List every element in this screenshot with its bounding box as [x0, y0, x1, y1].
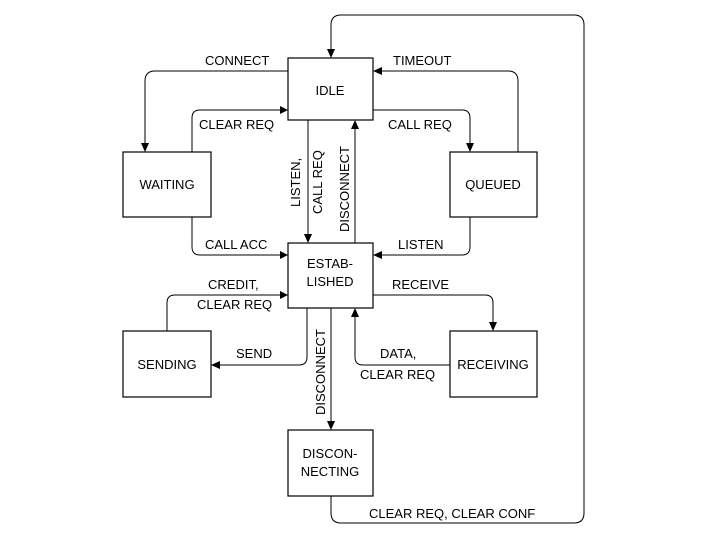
state-sending: SENDING	[122, 330, 212, 398]
label-receive: RECEIVE	[392, 277, 449, 292]
arrowhead-call-req	[466, 143, 474, 152]
edge-data-clear	[354, 317, 450, 366]
arrowhead-connect	[141, 143, 149, 152]
state-waiting: WAITING	[122, 151, 212, 218]
edge-credit-clear	[166, 294, 280, 331]
label-data-clear-line2: CLEAR REQ	[360, 367, 435, 382]
label-listen-call-req-line2: CALL REQ	[310, 150, 325, 214]
arrowhead-disconnect-down	[327, 421, 335, 430]
edge-listen	[382, 217, 471, 256]
state-queued: QUEUED	[449, 151, 538, 218]
label-data-clear-line1: DATA,	[380, 346, 416, 361]
arrowhead-listen-call-req	[304, 234, 312, 243]
state-established-label-line2: LISHED	[307, 274, 354, 289]
state-waiting-label: WAITING	[139, 177, 194, 192]
label-connect: CONNECT	[205, 53, 269, 68]
state-receiving: RECEIVING	[449, 330, 538, 398]
state-established: ESTAB- LISHED	[287, 242, 374, 309]
label-disconnect-up: DISCONNECT	[337, 146, 352, 232]
arrowhead-send	[211, 361, 220, 369]
state-disconnecting-label-line2: NECTING	[301, 464, 360, 479]
state-established-label-line1: ESTAB-	[307, 256, 353, 271]
edge-timeout	[382, 70, 519, 152]
edge-clear-req-clear-conf	[330, 14, 585, 524]
arrowhead-credit-clear	[280, 291, 288, 299]
label-call-req: CALL REQ	[388, 117, 452, 132]
arrowhead-timeout	[373, 67, 382, 75]
state-disconnecting-label-line1: DISCON-	[303, 446, 358, 461]
edge-send	[220, 308, 308, 366]
edge-connect	[144, 70, 288, 143]
state-queued-label: QUEUED	[465, 177, 521, 192]
label-send: SEND	[236, 346, 272, 361]
label-clear-req-clear-conf: CLEAR REQ, CLEAR CONF	[369, 506, 535, 521]
state-idle-label: IDLE	[316, 83, 345, 98]
arrowhead-receive	[489, 322, 497, 331]
edge-receive	[373, 294, 494, 322]
arrowhead-disconnect-up	[351, 120, 359, 129]
state-receiving-label: RECEIVING	[457, 357, 529, 372]
label-clear-req: CLEAR REQ	[199, 117, 274, 132]
label-listen-call-req-line1: LISTEN,	[288, 158, 303, 207]
edge-call-acc	[191, 217, 280, 256]
label-listen: LISTEN	[398, 237, 444, 252]
state-idle: IDLE	[287, 57, 374, 121]
arrowhead-data-clear	[351, 308, 359, 317]
arrowhead-listen	[373, 251, 382, 259]
label-disconnect-down: DISCONNECT	[313, 329, 328, 415]
arrowhead-clear-req-clear-conf	[327, 49, 335, 58]
edge-clear-req	[191, 109, 280, 152]
label-credit-clear-line1: CREDIT,	[208, 277, 259, 292]
arrowhead-clear-req	[280, 106, 288, 114]
edge-call-req	[373, 109, 471, 143]
label-credit-clear-line2: CLEAR REQ	[197, 297, 272, 312]
label-timeout: TIMEOUT	[393, 53, 452, 68]
label-call-acc: CALL ACC	[205, 237, 267, 252]
state-sending-label: SENDING	[137, 357, 196, 372]
arrowhead-call-acc	[280, 251, 288, 259]
state-disconnecting: DISCON- NECTING	[287, 429, 374, 497]
